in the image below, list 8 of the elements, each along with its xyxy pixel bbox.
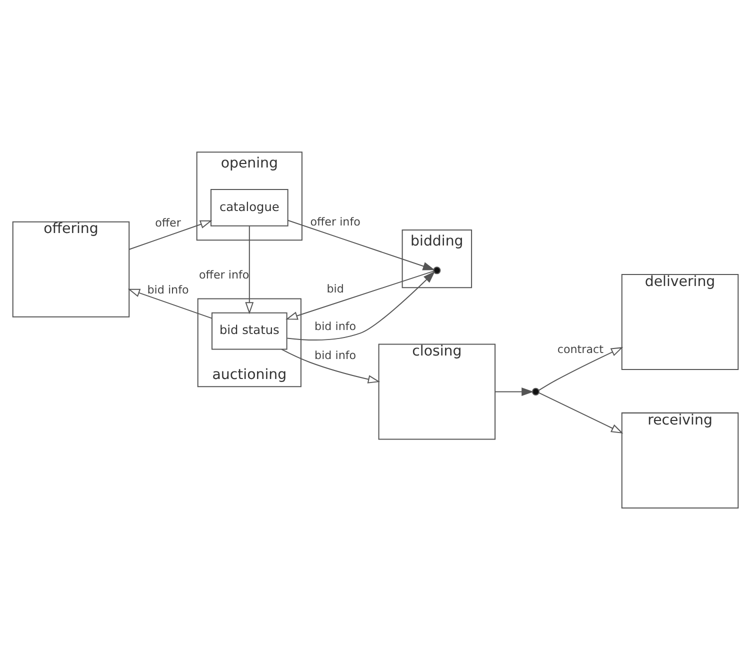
edge-label: offer info bbox=[199, 268, 250, 282]
edge-label: bid info bbox=[314, 320, 356, 333]
edge-label: bid info bbox=[314, 349, 356, 362]
edge-label: bid info bbox=[147, 283, 189, 296]
edge-label: offer bbox=[155, 216, 181, 230]
edge-label: offer info bbox=[310, 216, 360, 229]
edge-label: contract bbox=[557, 343, 604, 356]
edge-label: bid bbox=[326, 282, 344, 296]
